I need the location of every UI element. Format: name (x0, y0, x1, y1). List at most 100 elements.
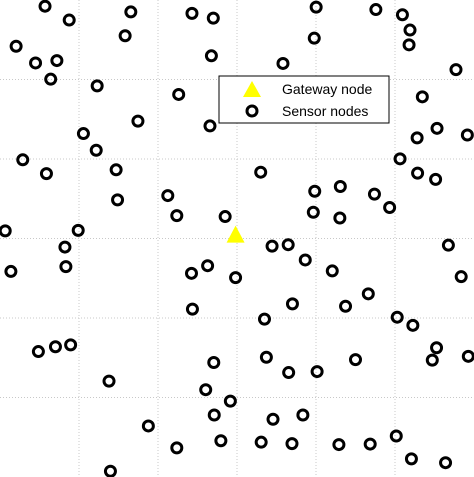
sensor-node-marker (223, 394, 237, 408)
sensor-node-marker (402, 38, 416, 52)
legend-sensor-label: Sensor nodes (282, 103, 368, 119)
sensor-node-marker (62, 13, 76, 27)
sensor-node-marker (4, 264, 18, 278)
sensor-node-marker (298, 253, 312, 267)
sensor-node-marker (449, 63, 463, 77)
sensor-node-marker (389, 429, 403, 443)
gateway-node-marker (226, 225, 245, 243)
sensor-node-marker (403, 23, 417, 37)
sensor-node-marker (185, 6, 199, 20)
sensor-node-marker (439, 456, 453, 470)
sensor-node-marker (361, 287, 375, 301)
sensor-node-marker (111, 193, 125, 207)
sensor-node-marker (306, 205, 320, 219)
sensor-node-marker (185, 302, 199, 316)
sensor-node-marker (265, 239, 279, 253)
sensor-node-marker (282, 366, 296, 380)
sensor-node-marker (0, 224, 12, 238)
sensor-node-marker (363, 437, 377, 451)
sensor-node-marker (332, 438, 346, 452)
legend-gateway-label: Gateway node (282, 81, 372, 97)
sensor-node-marker (59, 260, 73, 274)
legend-sensor-marker (245, 104, 259, 118)
sensor-node-marker (461, 349, 474, 363)
sensor-node-marker (38, 0, 52, 13)
sensor-node-marker (411, 166, 425, 180)
sensor-node-marker (285, 297, 299, 311)
sensor-node-marker (207, 408, 221, 422)
sensor-node-marker (430, 121, 444, 135)
sensor-node-marker (204, 49, 218, 63)
sensor-node-marker (141, 419, 155, 433)
sensor-node-marker (406, 318, 420, 332)
sensor-node-marker (170, 441, 184, 455)
sensor-node-marker (430, 341, 444, 355)
sensor-node-marker (207, 356, 221, 370)
sensor-node-marker (214, 434, 228, 448)
sensor-node-marker (201, 259, 215, 273)
sensor-node-marker (48, 340, 62, 354)
sensor-node-marker (124, 5, 138, 19)
sensor-node-marker (254, 435, 268, 449)
sensor-node-marker (308, 184, 322, 198)
sensor-node-marker (170, 209, 184, 223)
sensor-node-marker (441, 238, 455, 252)
sensor-node-marker (118, 29, 132, 43)
sensor-node-marker (333, 211, 347, 225)
sensor-node-marker (325, 264, 339, 278)
sensor-node-marker (460, 128, 474, 142)
sensor-node-marker (71, 223, 85, 237)
sensor-node-marker (429, 172, 443, 186)
sensor-node-marker (109, 163, 123, 177)
sensor-node-marker (58, 240, 72, 254)
sensor-node-marker (281, 238, 295, 252)
sensor-node-marker (102, 374, 116, 388)
sensor-node-marker (296, 408, 310, 422)
sensor-node-marker (44, 72, 58, 86)
sensor-node-marker (349, 353, 362, 367)
sensor-node-marker (76, 127, 90, 141)
sensor-node-marker (333, 180, 347, 194)
sensor-node-marker (29, 56, 43, 70)
sensor-node-marker (31, 345, 45, 359)
sensor-node-marker (285, 437, 299, 451)
sensor-node-marker (50, 54, 64, 68)
sensor-node-marker (16, 153, 30, 167)
sensor-node-marker (276, 56, 290, 70)
sensor-node-marker (103, 464, 117, 477)
sensor-node-marker (218, 210, 232, 224)
sensor-node-marker (257, 312, 271, 326)
sensor-node-marker (89, 143, 103, 157)
sensor-node-marker (415, 90, 429, 104)
sensor-node-marker (410, 131, 424, 145)
sensor-node-marker (172, 87, 186, 101)
sensor-node-marker (199, 383, 213, 397)
sensor-node-marker (9, 39, 23, 53)
sensor-node-marker (266, 412, 280, 426)
sensor-node-marker (184, 266, 198, 280)
sensor-node-marker (90, 79, 104, 93)
sensor-node-marker (259, 350, 273, 364)
sensor-node-marker (395, 8, 409, 22)
sensor-node-marker (203, 119, 217, 133)
sensor-node-marker (339, 299, 353, 313)
sensor-node-marker (404, 452, 418, 466)
sensor-node-marker (369, 3, 383, 17)
sensor-node-marker (254, 165, 268, 179)
sensor-node-marker (64, 338, 78, 352)
legend: Gateway node Sensor nodes (218, 75, 390, 124)
sensor-node-marker (383, 200, 397, 214)
sensor-node-marker (367, 187, 381, 201)
sensor-node-marker (425, 353, 439, 367)
legend-gateway-marker (243, 81, 261, 97)
sensor-node-marker (310, 365, 324, 379)
sensor-node-marker (206, 11, 220, 25)
sensor-node-marker (393, 152, 407, 166)
sensor-node-marker (309, 0, 323, 14)
sensor-node-marker (161, 189, 175, 203)
sensor-node-marker (131, 114, 145, 128)
sensor-node-marker (390, 310, 404, 324)
sensor-node-marker (39, 167, 53, 181)
